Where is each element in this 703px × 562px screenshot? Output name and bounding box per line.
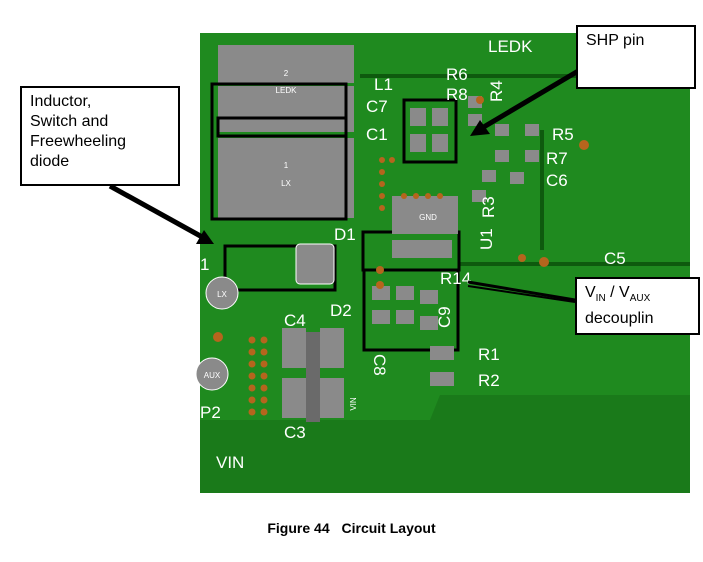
figure-title: Circuit Layout xyxy=(341,520,436,536)
ground-pour xyxy=(200,395,690,493)
pad-1 xyxy=(218,138,354,218)
c9-outline xyxy=(362,268,460,352)
inductor-outline xyxy=(210,82,348,221)
label-c1: C1 xyxy=(366,125,388,144)
label-d1: D1 xyxy=(334,225,356,244)
top-trace xyxy=(360,74,690,78)
callout-shp-pin: SHP pin xyxy=(576,25,696,89)
pad-label-gnd: GND xyxy=(419,213,437,222)
label-c3: C3 xyxy=(284,423,306,442)
label-r7: R7 xyxy=(546,149,568,168)
label-c8: C8 xyxy=(370,354,389,376)
label-d2: D2 xyxy=(330,301,352,320)
label-r3: R3 xyxy=(479,196,498,218)
label-r6: R6 xyxy=(446,65,468,84)
via-array xyxy=(248,96,589,416)
label-r5: R5 xyxy=(552,125,574,144)
pad-2 xyxy=(218,86,354,132)
mid-trace xyxy=(460,262,690,266)
pcb-layout-diagram: LEDK VIN L1 C7 C1 R6 R8 R5 R7 C6 D1 R14 … xyxy=(108,33,690,493)
pad-label-ledk: LEDK xyxy=(276,86,298,95)
label-u1: U1 xyxy=(477,228,496,250)
label-c6: C6 xyxy=(546,171,568,190)
ledk-pad xyxy=(218,45,354,83)
u1-pins xyxy=(392,240,452,258)
pad-label-aux: AUX xyxy=(204,371,221,380)
callout-arrows xyxy=(108,61,592,303)
figure-number: Figure 44 xyxy=(267,520,330,536)
label-r1: R1 xyxy=(478,345,500,364)
pad-label-1: 1 xyxy=(284,161,289,170)
label-ledk: LEDK xyxy=(488,37,533,56)
label-r14: R14 xyxy=(440,269,471,288)
label-c9: C9 xyxy=(435,306,454,328)
label-c4: C4 xyxy=(284,311,306,330)
label-c7: C7 xyxy=(366,97,388,116)
figure-caption: Figure 44 Circuit Layout xyxy=(0,520,703,536)
label-r2: R2 xyxy=(478,371,500,390)
callout-vin-decoupling: VIN / VAUX decouplin xyxy=(575,277,700,335)
c7-c1-outline xyxy=(402,98,458,164)
callout-inductor: Inductor, Switch and Freewheeling diode xyxy=(20,86,180,186)
label-r8: R8 xyxy=(446,85,468,104)
u1-pad xyxy=(392,196,458,234)
label-r4: R4 xyxy=(487,80,506,102)
label-p1: 1 xyxy=(200,255,209,274)
d1-package xyxy=(295,243,335,285)
right-trace xyxy=(540,130,544,250)
pad-label-vin-rot: VIN xyxy=(349,397,358,411)
label-p2: P2 xyxy=(200,403,221,422)
lx-pad xyxy=(205,276,239,310)
pad-label-2: 2 xyxy=(284,69,289,78)
aux-pad xyxy=(195,357,229,391)
label-vin: VIN xyxy=(216,453,244,472)
label-l1: L1 xyxy=(374,75,393,94)
label-c5: C5 xyxy=(604,249,626,268)
pad-label-lx: LX xyxy=(281,179,291,188)
pad-label-lx2: LX xyxy=(217,290,227,299)
inductor-outline-inner xyxy=(216,116,348,138)
